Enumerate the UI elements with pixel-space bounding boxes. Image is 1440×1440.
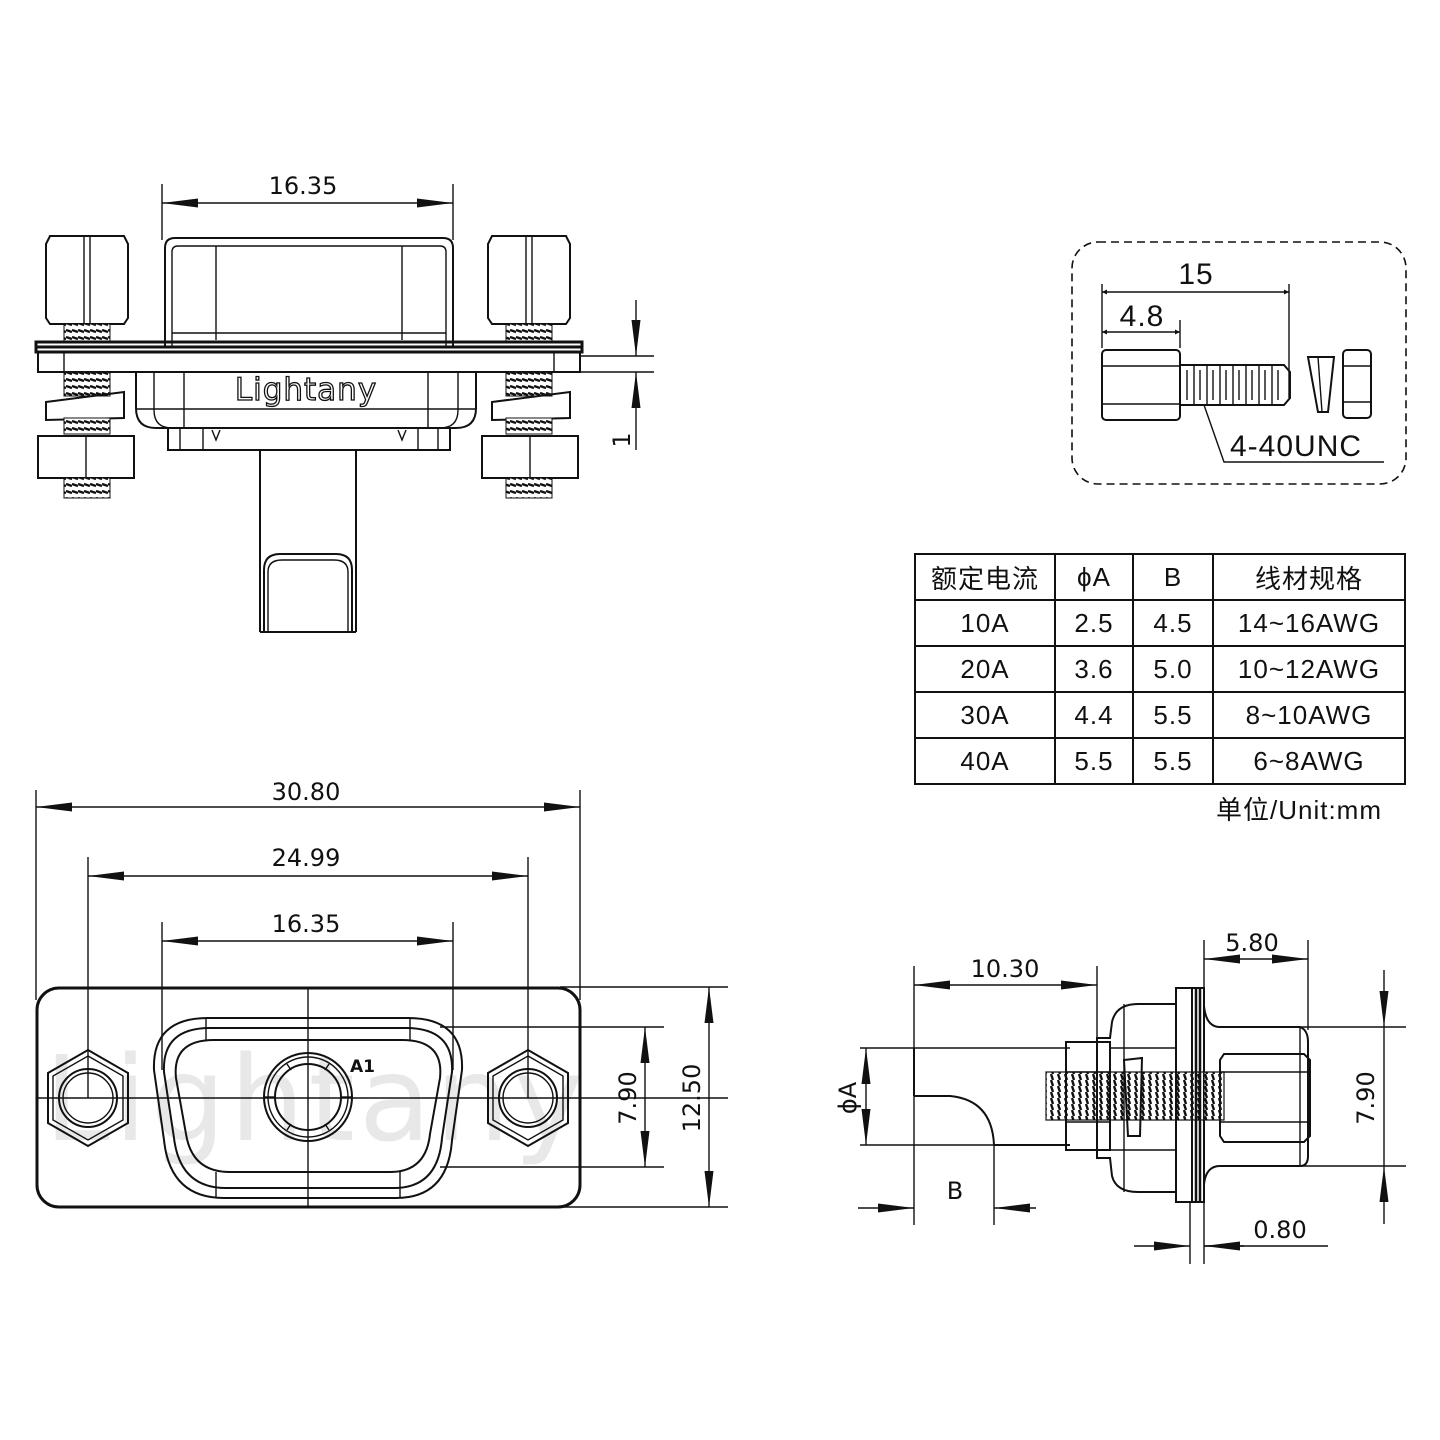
cell-diameter: 3.6 bbox=[1054, 645, 1134, 693]
header-diameter-a: ϕA bbox=[1054, 553, 1134, 601]
jackscrew-inset: 15 4.8 4-40UNC bbox=[1071, 241, 1407, 485]
top-view: 16.35 Lightany bbox=[34, 172, 654, 633]
cell-current: 10A bbox=[914, 599, 1056, 647]
shell-height-dim: 7.90 bbox=[614, 1071, 642, 1124]
cell-awg: 6~8AWG bbox=[1212, 737, 1406, 785]
cell-diameter: 4.4 bbox=[1054, 691, 1134, 739]
contact-label: A1 bbox=[350, 1057, 375, 1077]
cell-diameter: 5.5 bbox=[1054, 737, 1134, 785]
spec-table: 额定电流 ϕA B 线材规格 10A 2.5 4.5 14~16AWG 20A … bbox=[914, 553, 1406, 785]
cell-b: 4.5 bbox=[1132, 599, 1214, 647]
hole-pitch-dim: 24.99 bbox=[272, 844, 341, 872]
tail-length-dim: 10.30 bbox=[971, 955, 1040, 983]
cell-awg: 8~10AWG bbox=[1212, 691, 1406, 739]
cell-current: 20A bbox=[914, 645, 1056, 693]
front-view: Lightany 30.80 24.99 16.35 bbox=[35, 778, 728, 1209]
brand-emboss: Lightany bbox=[235, 372, 377, 408]
watermark: Lightany bbox=[44, 1030, 587, 1168]
cell-awg: 14~16AWG bbox=[1212, 599, 1406, 647]
table-row: 30A 4.4 5.5 8~10AWG bbox=[914, 691, 1406, 739]
side-view: 10.30 5.80 ϕA B bbox=[834, 929, 1406, 1264]
side-height-dim: 7.90 bbox=[1352, 1071, 1380, 1124]
cell-b: 5.5 bbox=[1132, 691, 1214, 739]
flange-height-dim: 12.50 bbox=[678, 1064, 706, 1133]
diameter-label: ϕA bbox=[834, 1081, 862, 1114]
panel-thickness-dim: 0.80 bbox=[1253, 1216, 1306, 1244]
cell-awg: 10~12AWG bbox=[1212, 645, 1406, 693]
overall-width-dim: 30.80 bbox=[272, 778, 341, 806]
table-row: 40A 5.5 5.5 6~8AWG bbox=[914, 737, 1406, 785]
cell-current: 40A bbox=[914, 737, 1056, 785]
cell-b: 5.0 bbox=[1132, 645, 1214, 693]
header-b: B bbox=[1132, 553, 1214, 601]
shell-width-dim: 16.35 bbox=[272, 910, 341, 938]
cell-diameter: 2.5 bbox=[1054, 599, 1134, 647]
table-row: 10A 2.5 4.5 14~16AWG bbox=[914, 599, 1406, 647]
bend-label: B bbox=[947, 1177, 963, 1205]
inset-hex-dim: 4.8 bbox=[1120, 300, 1165, 333]
header-rated-current: 额定电流 bbox=[914, 553, 1056, 601]
gap-dim: 1 bbox=[608, 432, 636, 447]
cell-b: 5.5 bbox=[1132, 737, 1214, 785]
thread-spec-label: 4-40UNC bbox=[1230, 430, 1362, 463]
inset-length-dim: 15 bbox=[1178, 258, 1213, 291]
table-header-row: 额定电流 ϕA B 线材规格 bbox=[914, 553, 1406, 601]
body-depth-dim: 5.80 bbox=[1225, 929, 1278, 957]
unit-note: 单位/Unit:mm bbox=[1216, 795, 1383, 825]
top-width-dim: 16.35 bbox=[269, 172, 338, 200]
header-wire-gauge: 线材规格 bbox=[1212, 553, 1406, 601]
table-row: 20A 3.6 5.0 10~12AWG bbox=[914, 645, 1406, 693]
cell-current: 30A bbox=[914, 691, 1056, 739]
